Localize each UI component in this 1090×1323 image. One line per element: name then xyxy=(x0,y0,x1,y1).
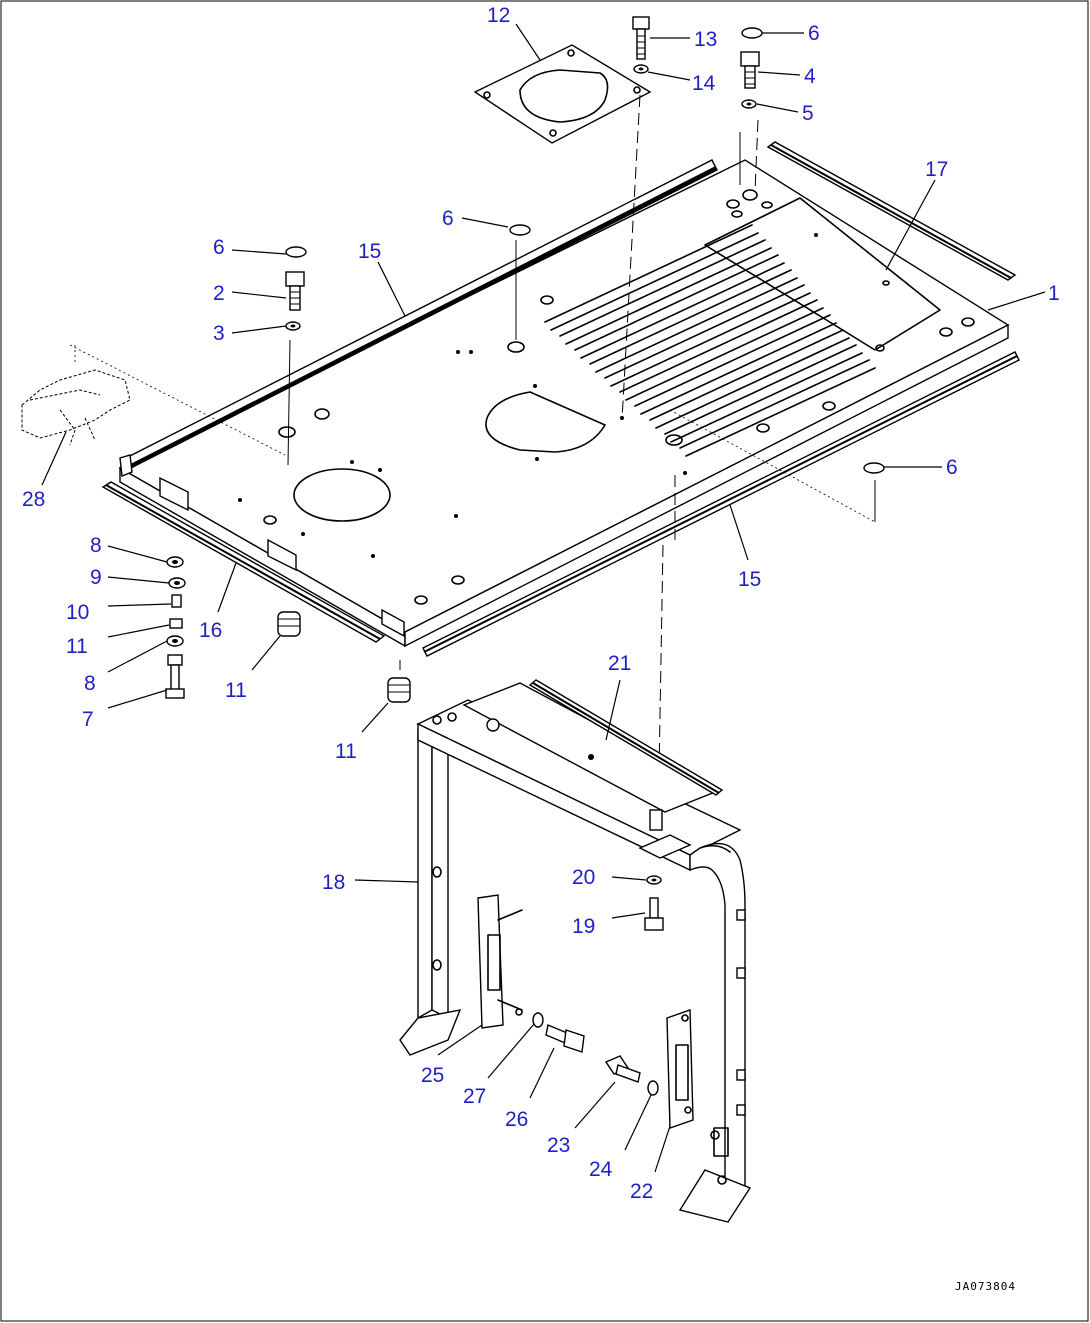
louver-slots xyxy=(544,224,876,457)
callout-labels: 12 13 14 6 4 5 17 1 6 15 6 2 3 28 6 15 8… xyxy=(22,4,1060,1203)
callout-22: 22 xyxy=(630,1180,653,1203)
part-28-sketch xyxy=(21,369,131,446)
callout-5: 5 xyxy=(802,102,814,125)
callout-6-mid: 6 xyxy=(442,207,454,230)
washer-27 xyxy=(532,1012,544,1028)
callout-11-mount-b: 11 xyxy=(335,740,357,763)
callout-6-right: 6 xyxy=(946,456,958,479)
callout-26: 26 xyxy=(505,1108,528,1131)
plate-dots xyxy=(238,233,818,558)
drawing-code: JA073804 xyxy=(955,1280,1016,1293)
callout-9: 9 xyxy=(90,566,102,589)
rail-15-front xyxy=(422,351,1020,657)
bolt-2 xyxy=(285,271,305,311)
callout-8-upper: 8 xyxy=(90,534,102,557)
cab-frame-18 xyxy=(399,682,752,1223)
callout-3: 3 xyxy=(213,322,225,345)
callout-28: 28 xyxy=(22,488,45,511)
callout-17: 17 xyxy=(925,158,948,181)
washer-24 xyxy=(647,1080,659,1096)
rubber-mount-11b xyxy=(387,677,411,703)
callout-8-lower: 8 xyxy=(84,672,96,695)
cap-6-top xyxy=(741,27,763,39)
callout-27: 27 xyxy=(463,1085,486,1108)
plate-holes xyxy=(263,189,975,605)
bolt-4 xyxy=(740,51,760,89)
callout-14: 14 xyxy=(692,72,716,95)
roof-plate xyxy=(118,159,1010,648)
rail-17 xyxy=(766,141,1017,281)
callout-23: 23 xyxy=(547,1134,570,1157)
callout-6-left: 6 xyxy=(213,236,225,259)
callout-20: 20 xyxy=(572,866,595,889)
cap-6-mid xyxy=(509,224,531,236)
callout-16: 16 xyxy=(199,619,222,642)
cover-plate-12 xyxy=(473,44,652,144)
leader-lines xyxy=(41,23,1046,1173)
cap-6-right xyxy=(863,462,885,474)
callout-19: 19 xyxy=(572,915,595,938)
callout-4: 4 xyxy=(804,65,816,88)
callout-25: 25 xyxy=(421,1064,444,1087)
callout-24: 24 xyxy=(589,1158,613,1181)
bolt-23 xyxy=(604,1055,641,1083)
callout-15-rear: 15 xyxy=(358,240,381,263)
rail-15-rear xyxy=(119,159,718,477)
mount-hardware-stack xyxy=(165,556,186,699)
callout-1: 1 xyxy=(1048,282,1060,305)
bolt-13 xyxy=(632,16,650,60)
bolt-26 xyxy=(545,1024,585,1053)
callout-11-stack: 11 xyxy=(66,635,88,658)
callout-13: 13 xyxy=(694,28,717,51)
rail-21 xyxy=(528,679,724,796)
callout-6-top: 6 xyxy=(808,22,820,45)
callout-7: 7 xyxy=(82,708,94,731)
bracket-22 xyxy=(666,1009,694,1129)
callout-18: 18 xyxy=(322,871,345,894)
callout-10: 10 xyxy=(66,601,89,624)
callout-21: 21 xyxy=(608,652,631,675)
cap-6-left xyxy=(285,246,307,258)
rail-16 xyxy=(101,481,386,643)
callout-2: 2 xyxy=(213,282,225,305)
callout-15-front: 15 xyxy=(738,568,761,591)
callout-12: 12 xyxy=(487,4,510,27)
rubber-mount-11a xyxy=(277,611,301,637)
callout-11-mount-a: 11 xyxy=(225,679,247,702)
bracket-25 xyxy=(477,894,523,1029)
bolt-19 xyxy=(644,897,664,931)
